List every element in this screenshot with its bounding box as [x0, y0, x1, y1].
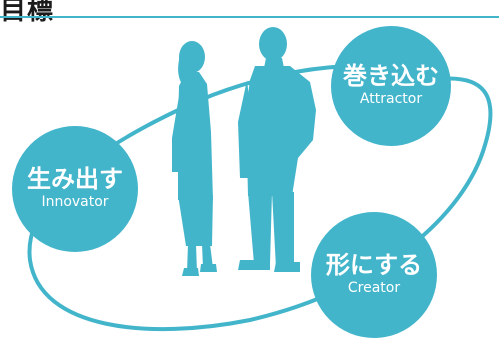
woman-silhouette: [172, 41, 217, 276]
role-label-jp: 形にする: [325, 251, 423, 279]
role-label-en: Innovator: [41, 194, 109, 211]
role-label-jp: 生み出す: [27, 165, 123, 193]
role-label-jp: 巻き込む: [343, 62, 439, 90]
role-circle-innovator: 生み出す Innovator: [12, 126, 138, 252]
orbit-ring: [27, 64, 493, 332]
role-label-en: Attractor: [359, 91, 423, 108]
role-circle-creator: 形にする Creator: [311, 212, 437, 338]
role-label-en: Creator: [347, 280, 401, 297]
role-circle-attractor: 巻き込む Attractor: [331, 26, 451, 146]
man-silhouette: [238, 27, 316, 272]
title-rule: [0, 16, 499, 18]
page-title: 目標: [0, 0, 55, 26]
